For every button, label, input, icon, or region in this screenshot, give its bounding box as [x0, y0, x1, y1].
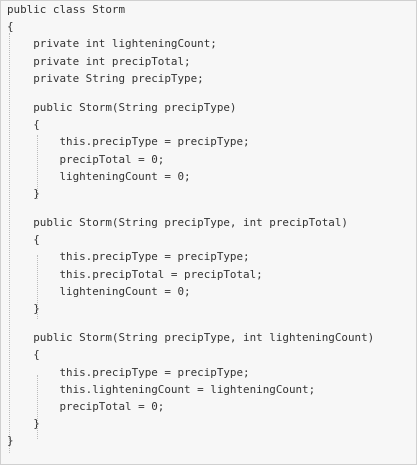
indent-guide-ctor-3 [37, 375, 38, 439]
constructor-statement: this.precipType = precipType; [7, 365, 250, 379]
constructor-statement: this.precipType = precipType; [7, 250, 250, 264]
field-declaration: private int lighteningCount; [7, 37, 217, 51]
constructor-close-brace: } [7, 417, 40, 431]
constructor-signature: public Storm(String precipType, int ligh… [7, 331, 375, 345]
class-open-brace: { [7, 20, 14, 34]
class-declaration: public class Storm [7, 3, 126, 16]
constructor-signature: public Storm(String precipType) [7, 100, 237, 114]
constructor-statement: precipTotal = 0; [7, 399, 165, 413]
blank-line [7, 317, 416, 329]
constructor-close-brace: } [7, 186, 40, 200]
constructor-open-brace: { [7, 348, 40, 362]
indent-guide-ctor-2 [37, 255, 38, 319]
constructor-statement: lighteningCount = 0; [7, 169, 191, 183]
code-area: public class Storm { private int lighten… [7, 1, 416, 464]
indent-guide-class [9, 33, 10, 453]
constructor-statement: this.precipType = precipType; [7, 135, 250, 149]
field-declaration: private int precipTotal; [7, 54, 191, 68]
constructor-statement: this.precipTotal = precipTotal; [7, 267, 263, 281]
indent-guide-ctor-1 [37, 135, 38, 199]
field-declaration: private String precipType; [7, 71, 204, 85]
constructor-statement: lighteningCount = 0; [7, 284, 191, 298]
class-close-brace: } [7, 434, 14, 448]
constructor-statement: this.lighteningCount = lighteningCount; [7, 382, 316, 396]
blank-line [7, 87, 416, 99]
constructor-signature: public Storm(String precipType, int prec… [7, 216, 348, 230]
constructor-statement: precipTotal = 0; [7, 152, 165, 166]
constructor-open-brace: { [7, 118, 40, 132]
constructor-close-brace: } [7, 302, 40, 315]
blank-line [7, 202, 416, 214]
constructor-open-brace: { [7, 233, 40, 247]
